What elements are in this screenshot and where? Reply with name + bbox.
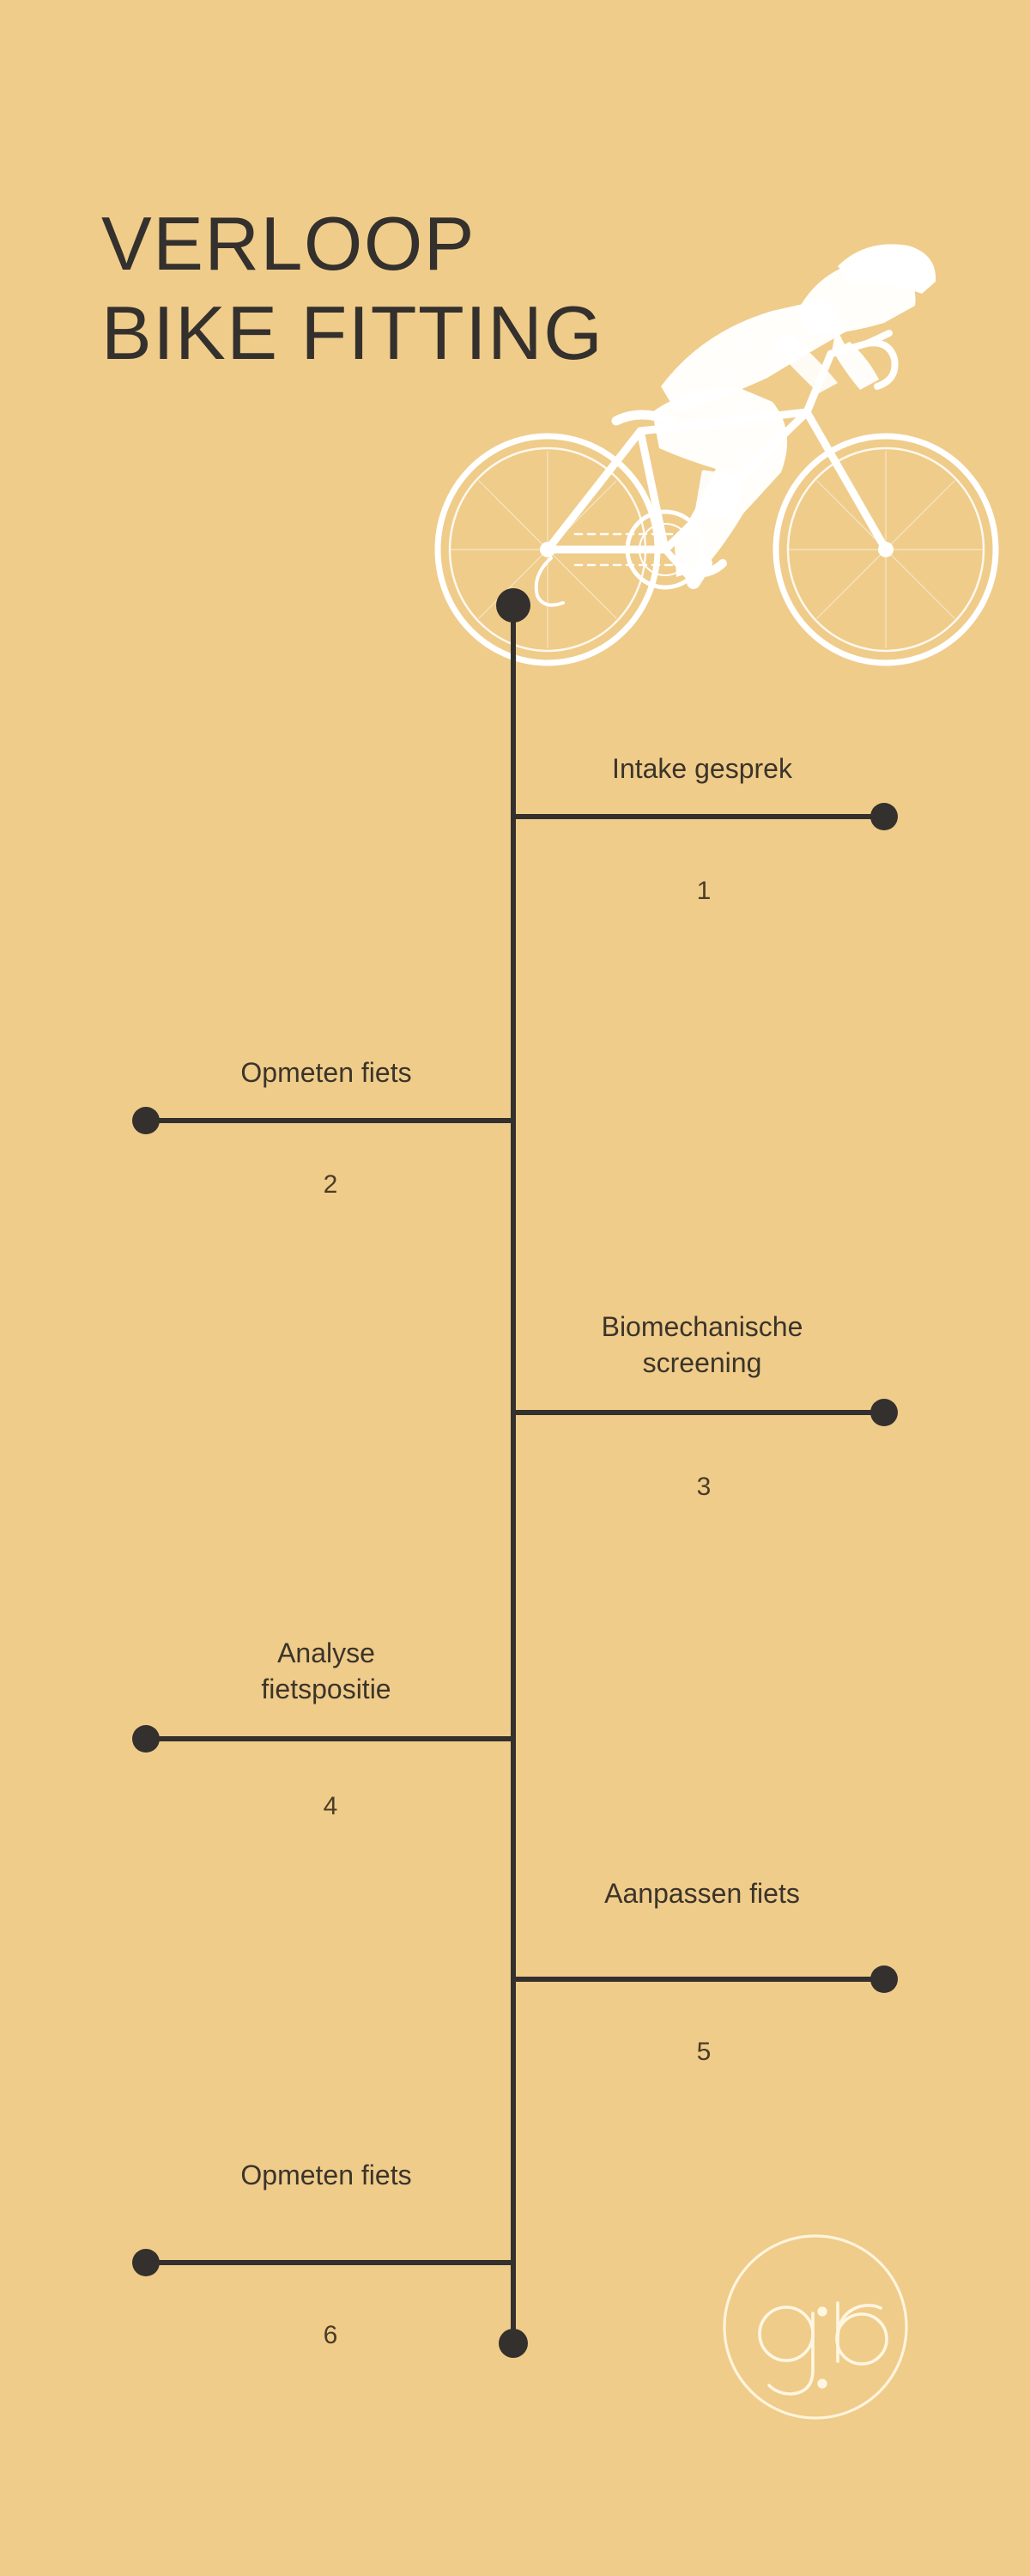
step-2-connector <box>146 1118 515 1123</box>
step-3-node <box>870 1399 898 1426</box>
step-5-number: 5 <box>696 2038 712 2066</box>
step-2-label: Opmeten fiets <box>240 1057 412 1088</box>
step-2-node <box>132 1107 160 1134</box>
step-3-connector <box>513 1410 884 1415</box>
step-2-number: 2 <box>323 1170 338 1199</box>
step-6-node <box>132 2249 160 2276</box>
step-5-node <box>870 1965 898 1993</box>
logo-letter-g <box>758 2306 815 2396</box>
step-6-number: 6 <box>323 2321 338 2349</box>
step-4-connector <box>146 1736 515 1741</box>
timeline-start-node <box>496 588 530 623</box>
step-3-label: Biomechanische screening <box>601 1311 803 1378</box>
step-1-connector <box>513 814 884 819</box>
timeline-spine <box>511 605 516 2348</box>
title-line-1: VERLOOP <box>101 201 476 286</box>
step-3-number: 3 <box>696 1473 712 1501</box>
logo-letter-b <box>835 2301 888 2366</box>
logo-circle-icon <box>723 2234 908 2420</box>
step-4-node <box>132 1725 160 1753</box>
step-5-label: Aanpassen fiets <box>604 1878 800 1909</box>
step-6-connector <box>146 2260 515 2265</box>
step-6-label: Opmeten fiets <box>240 2160 412 2190</box>
step-1-number: 1 <box>696 877 712 905</box>
logo-colon-dots-icon <box>817 2306 827 2389</box>
page-title: VERLOOP BIKE FITTING <box>101 199 874 378</box>
title-line-2: BIKE FITTING <box>101 290 604 375</box>
step-4-number: 4 <box>323 1792 338 1820</box>
step-1-node <box>870 803 898 830</box>
step-5-connector <box>513 1977 884 1982</box>
step-1-label: Intake gesprek <box>612 753 792 784</box>
step-4-label: Analyse fietspositie <box>261 1637 391 1704</box>
brand-logo <box>723 2234 908 2420</box>
timeline-end-node <box>499 2329 528 2358</box>
